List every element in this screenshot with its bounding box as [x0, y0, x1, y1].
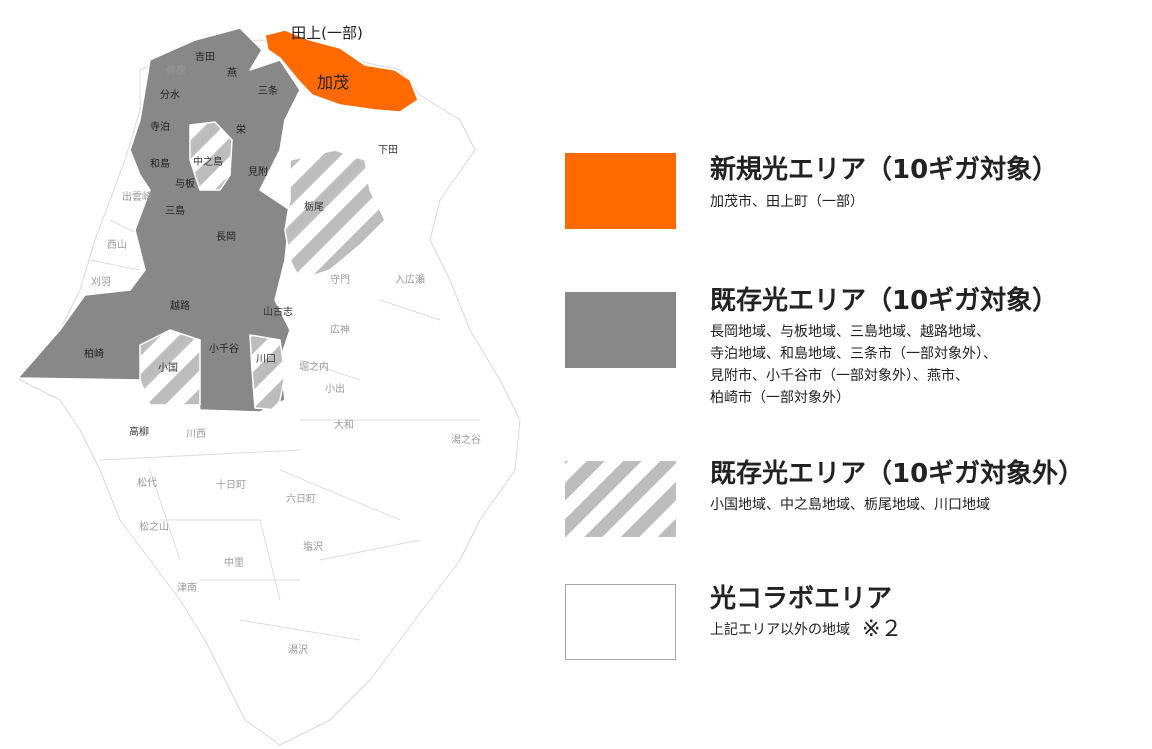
map-label-tagami: 田上(一部) [291, 24, 363, 42]
map-label-yahiko: 弥彦 [166, 66, 186, 77]
map-label-nakanoshima: 中之島 [193, 157, 223, 168]
legend-swatch-striped [565, 461, 676, 537]
stripe-area-oguni [139, 329, 201, 406]
stripe-area-tochio [284, 149, 386, 281]
stripe-area-kawaguchi [249, 334, 286, 411]
map-label-yamakoshi: 山古志 [263, 307, 293, 318]
legend-desc-line: 寺泊地域、和島地域、三条市（一部対象外）、 [710, 346, 997, 362]
map-label-irihirose: 入広瀬 [395, 275, 425, 286]
map-label-sakae: 栄 [236, 125, 246, 136]
municipal-boundaries [89, 219, 480, 641]
map-label-tsubame: 燕 [227, 68, 237, 79]
map-label-shiozawa: 塩沢 [303, 542, 323, 553]
map-label-bunsui: 分水 [160, 90, 180, 101]
legend-title: 既存光エリア（10ギガ対象外） [710, 459, 1085, 489]
legend-swatch-orange [565, 153, 676, 229]
map-label-mishima: 三島 [165, 206, 185, 217]
legend-desc: 小国地域、中之島地域、栃尾地域、川口地域 [710, 497, 990, 513]
map-label-yuzawa: 湯沢 [288, 645, 308, 656]
map-label-kawaguchi: 川口 [256, 354, 276, 365]
stripe-area-nakanoshima [189, 121, 233, 191]
map-label-mitsuke: 見附 [248, 167, 268, 178]
map-label-kamo: 加茂 [316, 73, 350, 92]
map-label-yoita: 与板 [175, 179, 195, 190]
map-label-sanjo: 三条 [258, 86, 278, 97]
map-label-izumozaki: 出雲崎 [122, 192, 152, 203]
map-label-horinouchi: 堀之内 [299, 362, 329, 373]
new-area-kamo [264, 29, 419, 113]
legend-desc-line: 柏崎市（一部対象外） [710, 390, 850, 406]
map-label-tokamachi: 十日町 [216, 480, 246, 491]
map-label-tsunan: 津南 [177, 583, 197, 594]
legend-swatch-white [565, 584, 676, 660]
legend-desc-line: 見附市、小千谷市（一部対象外）、燕市、 [710, 368, 969, 384]
map-label-kawanishi: 川西 [186, 429, 206, 440]
map-label-yoshida: 吉田 [195, 52, 215, 63]
legend-desc-line: 長岡地域、与板地域、三島地域、越路地域、 [710, 324, 990, 340]
map-shapes [17, 27, 521, 746]
legend-title: 既存光エリア（10ギガ対象） [710, 286, 1059, 316]
legend-desc-text: 上記エリア以外の地域 [710, 622, 850, 638]
map-label-moriakado: 守門 [330, 275, 350, 286]
map-label-yamato: 大和 [334, 420, 354, 431]
map-label-matsudai: 松代 [137, 478, 157, 489]
footnote-marker: ※２ [862, 617, 903, 642]
map-label-koshiji: 越路 [170, 301, 190, 312]
legend-desc: 加茂市、田上町（一部） [710, 194, 864, 210]
map-label-kariwa: 刈羽 [91, 277, 111, 288]
map-label-koide: 小出 [325, 384, 345, 395]
legend-title: 新規光エリア（10ギガ対象） [710, 155, 1059, 185]
map-label-ojiya: 小千谷 [209, 344, 239, 355]
map-label-oguni: 小国 [158, 363, 178, 374]
service-area-map: 田上(一部) 加茂 吉田 弥彦 燕 分水 三条 寺泊 栄 下田 和島 中之島 見… [0, 0, 540, 749]
map-label-kashiwazaki: 柏崎 [84, 349, 104, 360]
map-label-matsunoyama: 松之山 [139, 522, 169, 533]
map-label-teradomari: 寺泊 [150, 122, 170, 133]
map-label-shimoda: 下田 [378, 145, 398, 156]
legend-desc: 上記エリア以外の地域 ※２ [710, 617, 903, 642]
map-label-nakasato: 中里 [224, 558, 244, 569]
map-label-muikamachi: 六日町 [286, 494, 316, 505]
legend: 新規光エリア（10ギガ対象） 加茂市、田上町（一部） 既存光エリア（10ギガ対象… [565, 0, 1152, 749]
map-label-hirokami: 広神 [330, 325, 350, 336]
map-label-washima: 和島 [150, 159, 170, 170]
map-label-takayanagi: 高柳 [129, 427, 149, 438]
legend-swatch-gray [565, 292, 676, 368]
map-label-nagaoka: 長岡 [216, 232, 236, 243]
legend-title: 光コラボエリア [710, 584, 893, 614]
map-label-nishiyama: 西山 [107, 240, 127, 251]
map-label-tochio: 栃尾 [304, 202, 324, 213]
map-label-yunotani: 湯之谷 [451, 435, 481, 446]
